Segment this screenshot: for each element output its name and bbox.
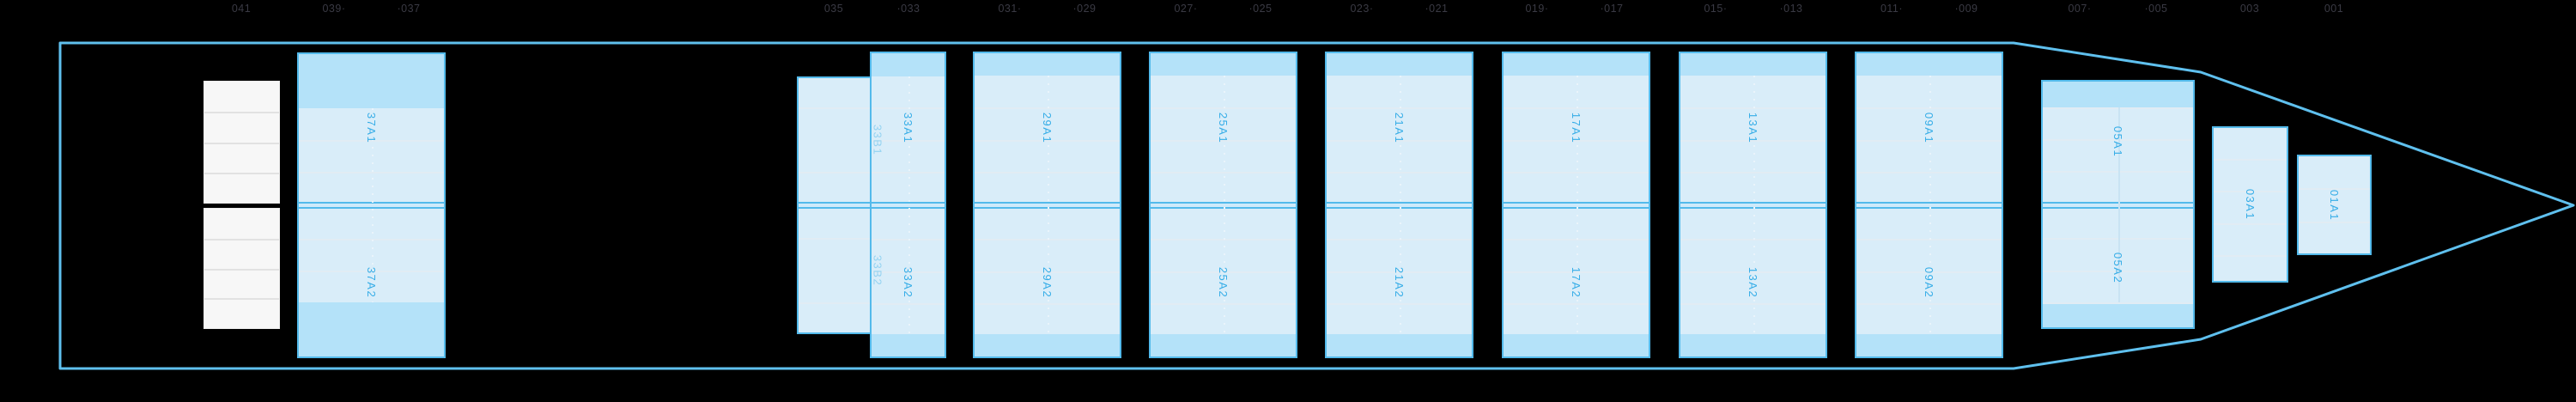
bay-row-line <box>2299 222 2370 223</box>
bay-cap <box>1504 53 1649 76</box>
axis-label: ·017 <box>1600 3 1624 15</box>
bay-centerline-dotted <box>1753 76 1755 334</box>
axis-label: ·025 <box>1249 3 1273 15</box>
bay-row-line <box>2214 255 2287 257</box>
bay-centerline-dotted <box>1223 76 1225 334</box>
axis-label: 011· <box>1880 3 1904 15</box>
superstructure-row <box>204 238 279 269</box>
bay-cap <box>872 53 945 76</box>
bay-cap <box>299 302 444 356</box>
bay-cap <box>1680 53 1826 76</box>
bay-center-divider <box>2117 107 2120 302</box>
bay-centerline-dotted <box>1929 76 1931 334</box>
bay-03: 03A1 <box>2212 126 2288 283</box>
bay-centerline-dotted <box>1399 76 1401 334</box>
bay-cap <box>1327 53 1472 76</box>
axis-label: ·033 <box>896 3 920 15</box>
axis-label: 027· <box>1174 3 1198 15</box>
superstructure-fore-block <box>204 81 280 204</box>
axis-label: 007· <box>2068 3 2092 15</box>
axis-label: 003 <box>2239 3 2260 15</box>
superstructure-row <box>204 82 279 113</box>
axis-label: 035 <box>823 3 844 15</box>
axis-label: ·029 <box>1072 3 1097 15</box>
bay-cap <box>1327 334 1472 356</box>
bay-centerline-dotted <box>1047 76 1049 334</box>
bay-cell-03A1[interactable] <box>2214 128 2287 281</box>
bay-cap <box>1504 334 1649 356</box>
bay-row-line <box>2214 159 2287 161</box>
bay-cap <box>975 53 1120 76</box>
axis-label: 019· <box>1525 3 1549 15</box>
superstructure-row <box>204 298 279 328</box>
bay-cap <box>1680 334 1826 356</box>
bay-cap <box>1151 334 1296 356</box>
bay-cap <box>872 334 945 356</box>
axis-label: 001 <box>2324 3 2344 15</box>
axis-label: 023· <box>1350 3 1374 15</box>
bay-centerline-dotted <box>908 76 910 334</box>
axis-label: 039· <box>322 3 346 15</box>
bay-cap <box>2043 302 2193 327</box>
bay-cap <box>299 54 444 108</box>
bay-row-line <box>2043 302 2193 304</box>
axis-label: ·009 <box>1954 3 1978 15</box>
bay-cap <box>975 334 1120 356</box>
superstructure-row <box>204 209 279 239</box>
superstructure-row <box>204 172 279 203</box>
axis-label: 041 <box>231 3 252 15</box>
bay-cap <box>2043 82 2193 107</box>
superstructure-row <box>204 268 279 299</box>
bay-centerline-dotted <box>1576 76 1578 334</box>
axis-label: ·013 <box>1779 3 1803 15</box>
bay-centerline-dotted <box>371 108 374 302</box>
bay-cap <box>1856 334 2002 356</box>
bay-cap <box>1856 53 2002 76</box>
axis-label: ·021 <box>1425 3 1449 15</box>
superstructure-row <box>204 112 279 143</box>
bay-cap <box>1151 53 1296 76</box>
axis-label: 015· <box>1704 3 1728 15</box>
bay-row-line <box>2214 223 2287 225</box>
superstructure-aft-block <box>204 208 280 329</box>
bay-row-line <box>2299 188 2370 190</box>
axis-label: 031· <box>998 3 1022 15</box>
bay-cell-01A1[interactable] <box>2299 156 2370 253</box>
bay-01: 01A1 <box>2297 155 2372 255</box>
hull-outline-path <box>58 41 2575 370</box>
axis-label: ·005 <box>2144 3 2168 15</box>
axis-label: ·037 <box>397 3 421 15</box>
superstructure-row <box>204 142 279 173</box>
bay-row-line <box>2214 191 2287 192</box>
